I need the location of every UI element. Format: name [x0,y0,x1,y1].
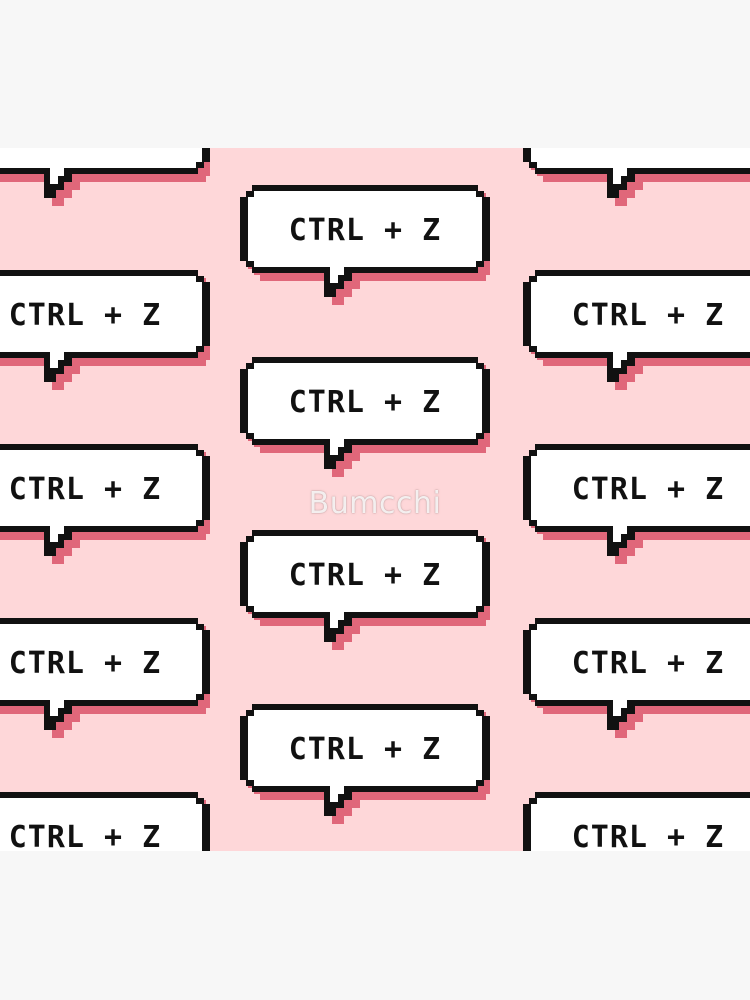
bubble-text: CTRL + Z [571,472,725,507]
speech-bubble: CTRL + Z [523,270,750,390]
ctrl-z-bubble-pattern: CTRL + Z CTRL + Z CTRL + Z CTRL + Z CTRL + Z… [0,148,750,851]
bubble-text: CTRL + Z [523,148,750,154]
speech-bubble: CTRL + Z [523,444,750,564]
speech-bubble: CTRL + Z [240,185,490,305]
bubble-text: CTRL + Z [288,558,442,593]
speech-bubble: CTRL + Z [523,148,750,206]
bubble-text: CTRL + Z [288,213,442,248]
bubble-text: CTRL + Z [8,298,162,333]
bubble-text: CTRL + Z [8,472,162,507]
speech-bubble: CTRL + Z [240,704,490,824]
speech-bubble: CTRL + Z [523,792,750,851]
speech-bubble: CTRL + Z [0,618,210,738]
bubble-text: CTRL + Z [571,298,725,333]
bubble-text: CTRL + Z [0,148,210,154]
bubble-text: CTRL + Z [571,820,725,851]
bubble-text: CTRL + Z [571,646,725,681]
speech-bubble: CTRL + Z [523,618,750,738]
bubble-text: CTRL + Z [288,385,442,420]
speech-bubble: CTRL + Z [240,530,490,650]
speech-bubble: CTRL + Z [0,270,210,390]
bubble-text: CTRL + Z [288,732,442,767]
speech-bubble: CTRL + Z [0,792,210,851]
speech-bubble: CTRL + Z [0,444,210,564]
speech-bubble: CTRL + Z [0,148,210,206]
bubble-text: CTRL + Z [8,646,162,681]
bubble-text: CTRL + Z [8,820,162,851]
speech-bubble: CTRL + Z [240,357,490,477]
